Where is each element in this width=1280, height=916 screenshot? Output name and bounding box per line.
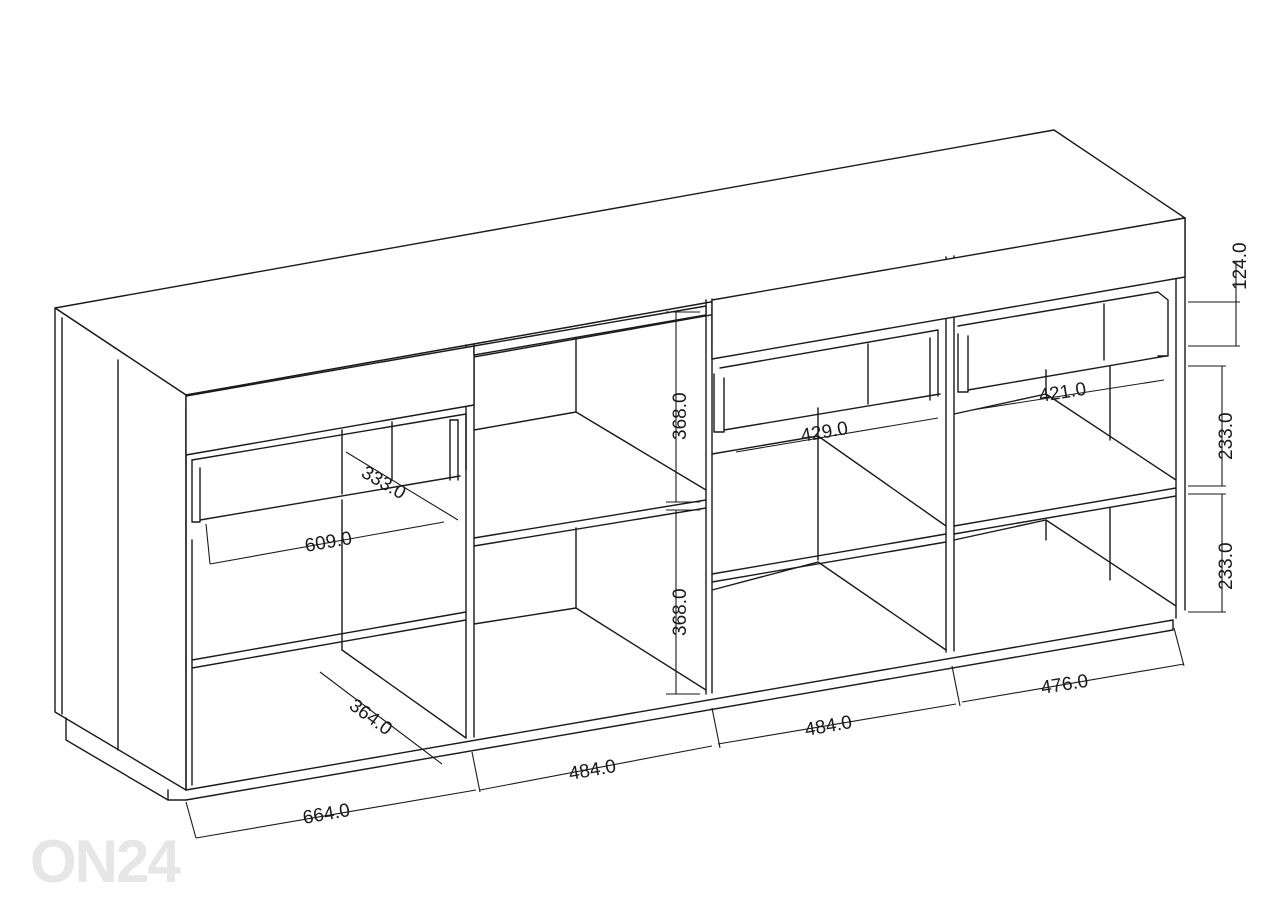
dim-429: 429.0 (799, 418, 849, 447)
watermark-logo: ON24 (30, 828, 181, 895)
dim-364: 364.0 (345, 695, 396, 740)
bottom-front-edge (185, 619, 1174, 801)
left-section (185, 345, 475, 786)
dim-476: 476.0 (1039, 671, 1089, 699)
dim-609: 609.0 (303, 528, 353, 557)
dim-421: 421.0 (1037, 379, 1087, 407)
dimension-lines (185, 262, 1240, 839)
dim-368-upper: 368.0 (670, 392, 691, 440)
dim-333: 333.0 (358, 462, 410, 504)
dim-484-a: 484.0 (567, 756, 617, 785)
dim-233-lower: 233.0 (1216, 542, 1237, 590)
sideboard-outline (54, 129, 1186, 801)
left-drawer-front (185, 345, 475, 456)
dim-124: 124.0 (1230, 242, 1251, 290)
section-dividers (465, 255, 955, 739)
dim-664: 664.0 (301, 800, 351, 829)
right-drawer-front (711, 217, 1186, 360)
center-right-section (711, 217, 1186, 651)
dim-233-upper: 233.0 (1216, 412, 1237, 460)
right-section (953, 291, 1177, 607)
dim-368-lower: 368.0 (670, 588, 691, 636)
center-section (473, 305, 707, 691)
plinth (65, 717, 187, 801)
dim-484-b: 484.0 (803, 712, 853, 741)
